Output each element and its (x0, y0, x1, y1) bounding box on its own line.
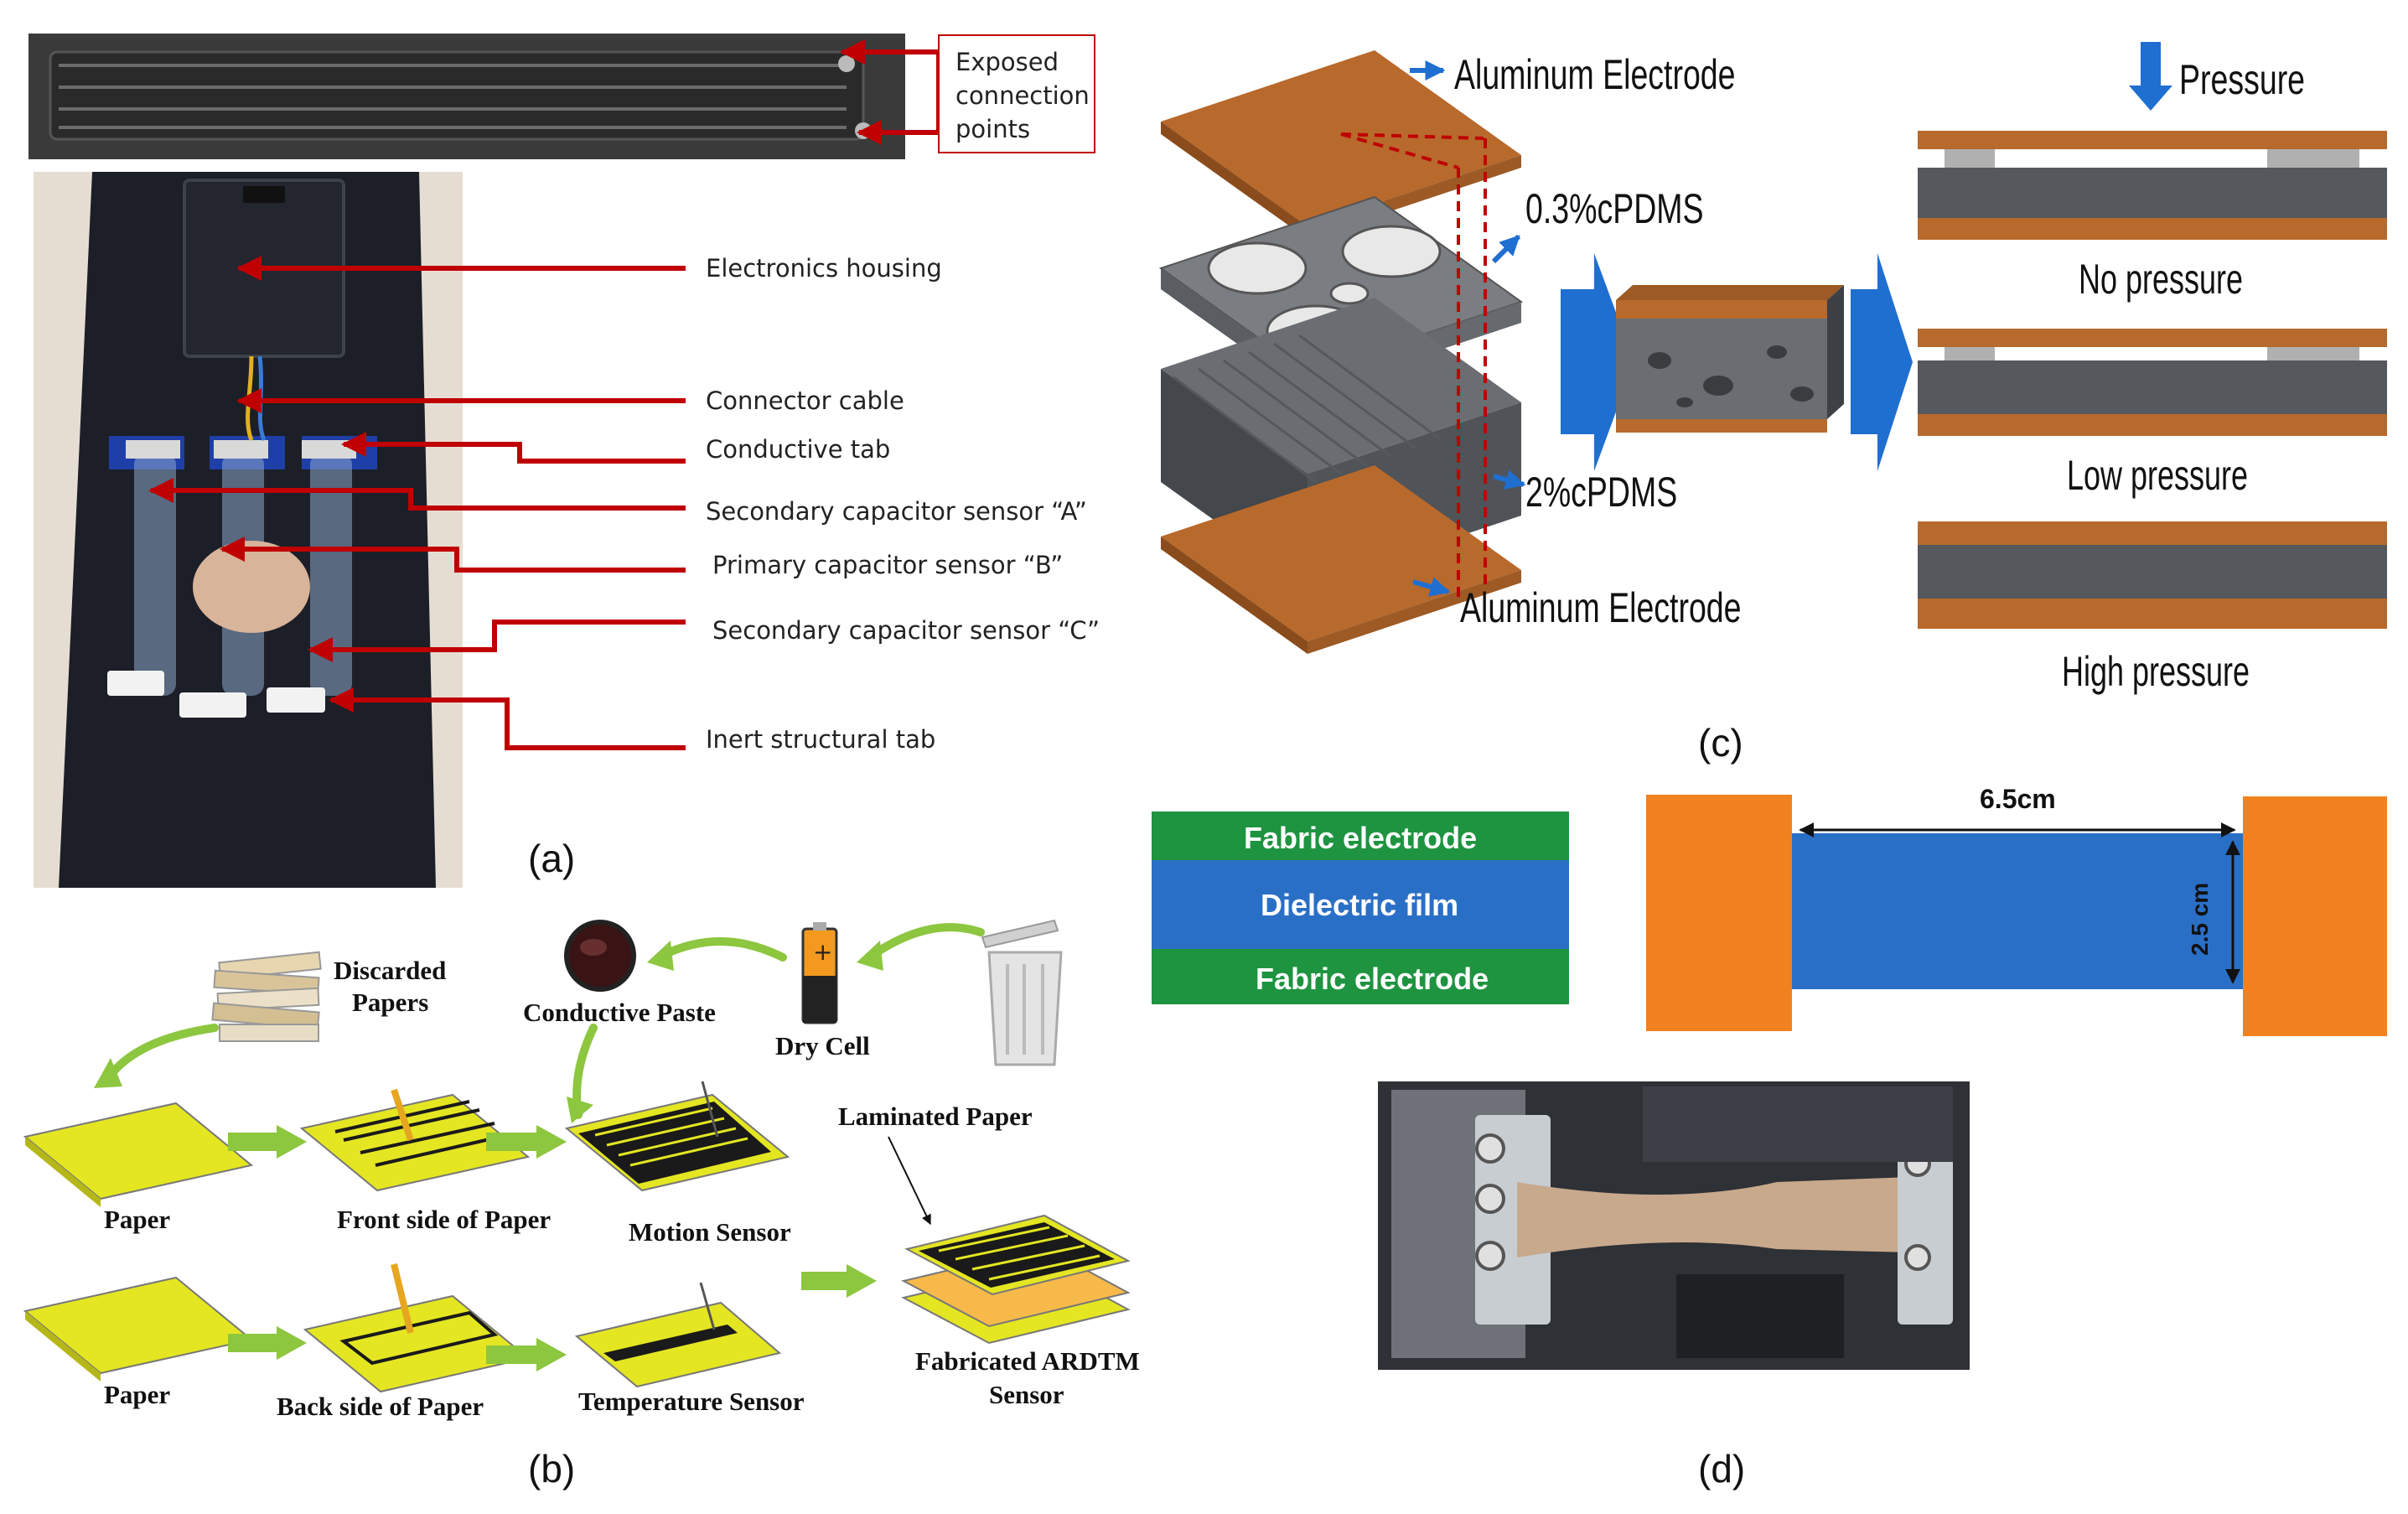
paper-motion-sensor (564, 1081, 790, 1192)
panel-d-caption: (d) (1698, 1447, 1745, 1491)
paper-back-side (303, 1263, 531, 1393)
dimension-diagram (1646, 795, 2387, 1036)
sensor-a-strip (134, 453, 176, 696)
pressure-label: Pressure (2179, 57, 2305, 103)
paper-blank-bottom (23, 1276, 254, 1382)
callout-secondary-sensor-a: Secondary capacitor sensor “A” (706, 497, 1087, 526)
width-dimension-label: 2.5 cm (2187, 883, 2213, 956)
panel-c: Aluminum Electrode 0.3%cPDMS 2%cPDMS Alu… (1158, 42, 2387, 765)
panel-a-caption: (a) (528, 837, 575, 880)
fabricated-sensor-line2: Sensor (989, 1380, 1064, 1409)
process-arrow-1 (1561, 253, 1634, 471)
dielectric-film-label: Dielectric film (1261, 888, 1458, 922)
fabric-specimen (1517, 1177, 1911, 1257)
exposed-label-line2: connection (955, 81, 1090, 110)
callout-arrows (148, 256, 686, 750)
aluminum-electrode-top-label: Aluminum Electrode (1454, 52, 1736, 98)
callout-primary-sensor-b: Primary capacitor sensor “B” (712, 551, 1063, 579)
paper-label-bottom: Paper (104, 1380, 170, 1409)
back-side-label: Back side of Paper (277, 1392, 484, 1421)
arrow-heads (94, 941, 883, 1123)
tensile-test-photo (1378, 1081, 1970, 1370)
high-pressure-label: High pressure (2062, 649, 2250, 695)
sensor-c-strip (310, 453, 352, 696)
paper-front-side (299, 1088, 531, 1192)
paper-stack-icon (211, 951, 322, 1042)
discarded-papers-line2: Papers (352, 988, 428, 1017)
callout-labels: Electronics housing Connector cable Cond… (706, 254, 1100, 754)
process-arrow-2 (1851, 253, 1913, 471)
exposed-label-line3: points (955, 115, 1030, 143)
sensor-strip-photo (28, 34, 905, 159)
discarded-papers-line1: Discarded (334, 956, 446, 985)
fabric-electrode-top-label: Fabric electrode (1244, 821, 1477, 855)
low-pressure-label: Low pressure (2067, 453, 2248, 499)
cpdms-03-label: 0.3%cPDMS (1525, 186, 1704, 232)
temperature-sensor-label: Temperature Sensor (578, 1387, 805, 1416)
no-pressure-label: No pressure (2079, 257, 2243, 303)
exposed-label-line1: Exposed (955, 48, 1059, 76)
panel-a: Exposed connection points (28, 34, 1100, 888)
motion-sensor-label: Motion Sensor (629, 1217, 791, 1247)
exposed-connection-callout: Exposed connection points (840, 34, 1095, 153)
panel-b: Discarded Papers Conductive Paste + Dry … (23, 919, 1140, 1491)
cpdms-2-label: 2%cPDMS (1525, 469, 1677, 516)
callout-connector-cable: Connector cable (706, 386, 904, 415)
paper-temperature-sensor (574, 1282, 782, 1388)
knee-brace-photo (34, 172, 463, 888)
laminated-sensor-stack (901, 1214, 1131, 1345)
dry-cell-label: Dry Cell (775, 1031, 870, 1060)
trash-can-icon (981, 919, 1063, 1066)
panel-c-caption: (c) (1698, 721, 1743, 765)
length-dimension-label: 6.5cm (1980, 784, 2056, 814)
exploded-sensor-view (1158, 50, 1524, 654)
pressure-arrow-icon (2129, 42, 2172, 111)
conductive-paste-icon (564, 920, 636, 992)
low-pressure-stack (1918, 329, 2387, 436)
front-side-label: Front side of Paper (337, 1205, 551, 1234)
high-pressure-stack (1918, 521, 2387, 629)
panel-d: Fabric electrode Dielectric film Fabric … (1152, 784, 2387, 1491)
no-pressure-stack (1918, 131, 2387, 240)
laminated-paper-label: Laminated Paper (838, 1102, 1033, 1131)
svg-text:+: + (813, 938, 832, 966)
callout-inert-structural-tab: Inert structural tab (706, 725, 935, 754)
paper-blank-top (23, 1102, 254, 1207)
fabricated-sensor-line1: Fabricated ARDTM (915, 1346, 1140, 1376)
laminated-pointer (888, 1136, 931, 1226)
conductive-paste-label: Conductive Paste (523, 998, 716, 1027)
layer-stack-diagram: Fabric electrode Dielectric film Fabric … (1152, 811, 1569, 1004)
callout-secondary-sensor-c: Secondary capacitor sensor “C” (712, 616, 1100, 645)
battery-icon: + (801, 922, 838, 1024)
fabric-electrode-bottom-label: Fabric electrode (1256, 962, 1489, 996)
paper-label-top: Paper (104, 1205, 170, 1234)
assembled-sensor-block (1616, 285, 1844, 433)
callout-electronics-housing: Electronics housing (706, 254, 942, 283)
aluminum-electrode-bottom-label: Aluminum Electrode (1460, 585, 1742, 631)
panel-b-caption: (b) (528, 1447, 575, 1491)
layer-pointers (1410, 60, 1526, 597)
callout-conductive-tab: Conductive tab (706, 435, 890, 464)
